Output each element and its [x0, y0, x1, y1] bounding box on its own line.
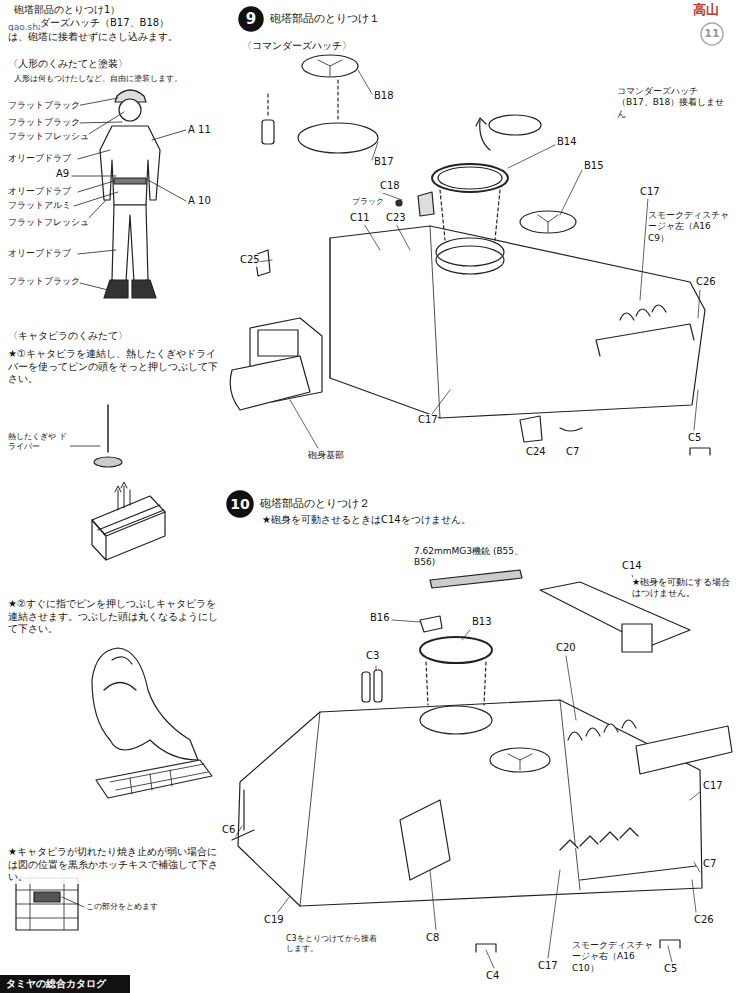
part-number: C8	[426, 932, 439, 945]
part-number: C7	[566, 446, 579, 459]
part-number: C6	[222, 824, 235, 837]
note-text: ダーズハッチ（B17、B18）	[40, 17, 169, 30]
note-text: 〈キャタピラのくみたて〉	[8, 330, 128, 343]
note-text: C3をとりつけてから接着します。	[286, 934, 378, 954]
step-number: 9砲塔部品のとりつけ１	[238, 6, 264, 32]
step-circle-shape	[239, 7, 263, 31]
part-number: C26	[696, 276, 716, 289]
note-text: は、砲塔に接着せずにさし込みます。	[8, 31, 178, 44]
part-number: B13	[472, 616, 492, 629]
step-number: 11	[700, 22, 724, 46]
note-text: フラットブラック	[8, 117, 80, 128]
note-text: フラットブラック	[8, 276, 80, 287]
part-number: C25	[240, 254, 260, 267]
note-text: スモークディスチャージャ左（A16 C9）	[648, 210, 734, 244]
part-number: B15	[584, 160, 604, 173]
step-number-text: 11	[700, 22, 724, 46]
part-number: C7	[703, 858, 716, 871]
part-number: C5	[664, 963, 677, 976]
note-text: オリーブドラブ	[8, 186, 71, 197]
part-number: C11	[350, 212, 370, 225]
note-text: 砲塔部品のとりつけ1）	[14, 4, 120, 17]
step-circle-shape	[227, 491, 253, 517]
part-number: C3	[366, 650, 379, 663]
part-number: C19	[264, 914, 284, 927]
note-text: フラットフレッシュ	[8, 217, 89, 228]
note-text: ブラック	[352, 197, 384, 207]
note-text: コマンダーズハッチ（B17、B18）接着しません	[617, 86, 729, 120]
part-number: B16	[370, 612, 390, 625]
footer-band: タミヤの総合カタログ	[0, 975, 130, 993]
part-number: C26	[694, 914, 714, 927]
note-text: オリーブドラブ	[8, 153, 71, 164]
part-number: C24	[526, 446, 546, 459]
step-heading: 砲塔部品のとりつけ２	[260, 496, 370, 511]
note-text: 熱したくぎや ドライバー	[8, 432, 70, 452]
part-number: C17	[703, 780, 723, 793]
part-number: A 10	[188, 195, 211, 208]
part-number: C17	[640, 186, 660, 199]
note-text: 〈コマンダーズハッチ〉	[242, 40, 352, 53]
band-text: タミヤの総合カタログ	[0, 975, 130, 993]
note-text: スモークディスチャージャ右（A16 C10）	[572, 940, 658, 974]
part-number: B17	[374, 156, 394, 169]
part-number: C23	[386, 212, 406, 225]
note-text: ★キャタピラが切れたり焼き止めが弱い場合には図の位置を黒糸かホッチキスで補強して…	[8, 846, 223, 884]
note-text: ★砲身を可動にする場合はつけません。	[632, 577, 732, 600]
note-text: フラットフレッシュ	[8, 131, 89, 142]
step-heading: 砲塔部品のとりつけ１	[270, 11, 380, 26]
note-text: 7.62mmMG3機銃 (B55、B56)	[414, 546, 524, 569]
note-text: フラットアルミ	[8, 200, 71, 211]
note-text: この部分をとめます	[86, 902, 158, 912]
part-number: A9	[56, 168, 69, 181]
part-number: B14	[557, 136, 577, 149]
part-number: A 11	[188, 124, 211, 137]
step-number-text: 9	[238, 6, 264, 32]
part-number: C17	[538, 960, 558, 973]
part-number: C5	[688, 432, 701, 445]
part-number: C18	[380, 180, 400, 193]
turret-drawing	[232, 570, 732, 968]
note-text: フラットブラック	[8, 100, 80, 111]
note-text: ★②すぐに指でピンを押しつぶしキャタピラを連結させます。つぶした頭は丸くなるよう…	[8, 598, 223, 636]
part-number: C20	[556, 642, 576, 655]
note-text: ★砲身を可動させるときはC14をつけません。	[262, 514, 471, 527]
note-text: ★①キャタピラを連結し、熱したくぎやドライバーを使ってピンの頭をそっと押しつぶし…	[8, 348, 223, 386]
note-text: 人形は何もつけたしなど、自由に塗装します。	[14, 74, 182, 84]
part-number: C14	[622, 560, 642, 573]
note-text: 砲身基部	[308, 450, 344, 461]
part-number: C4	[486, 970, 499, 983]
note-text: 〈人形のくみたてと塗装〉	[8, 58, 128, 71]
step-number-text: 10	[226, 490, 254, 518]
note-text: 高山	[693, 2, 719, 18]
step-number: 10砲塔部品のとりつけ２	[226, 490, 254, 518]
note-text: オリーブドラブ	[8, 248, 71, 259]
part-number: B18	[374, 90, 394, 103]
step-circle-shape	[701, 23, 723, 45]
part-number: C17	[418, 414, 438, 427]
